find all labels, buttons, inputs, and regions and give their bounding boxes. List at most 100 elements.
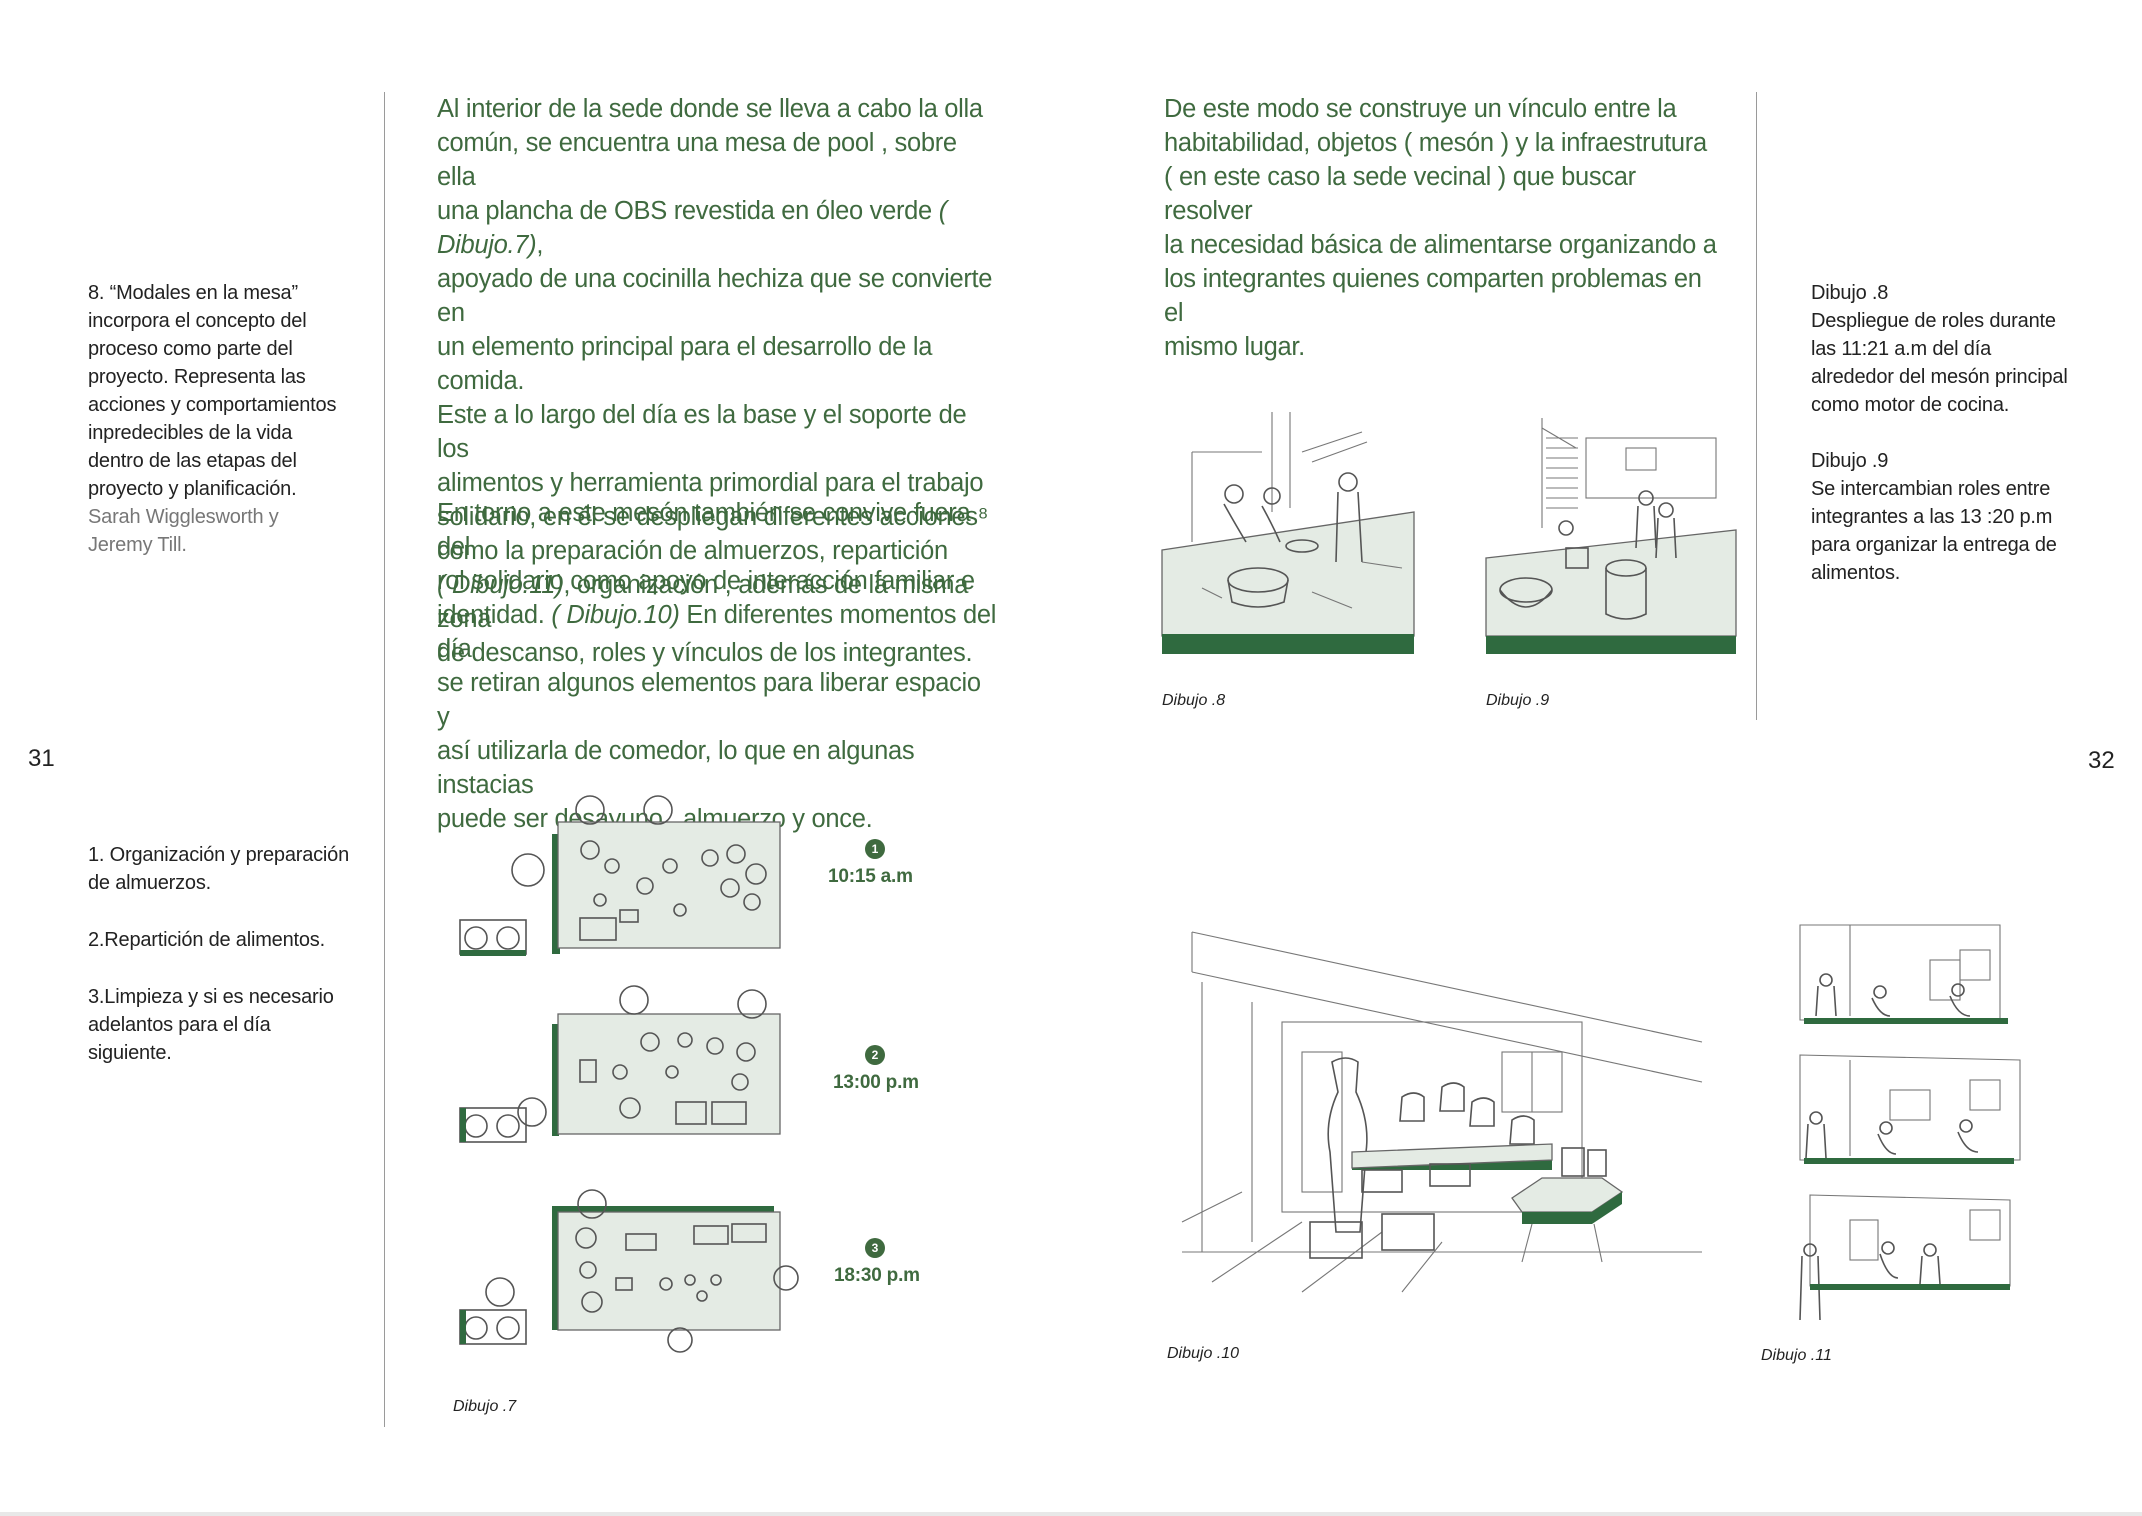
footnote-line: acciones y comportamientos [88, 394, 337, 416]
sketch-vignette-3 [1799, 1194, 2011, 1321]
step-2-line: 2.Repartición de alimentos. [88, 929, 325, 951]
figure-reference: ( Dibujo.10) [551, 601, 680, 629]
body-line: un elemento principal para el desarrollo… [437, 330, 997, 398]
footnote-line: proceso como parte del [88, 338, 293, 360]
text-run: solidario, en él se despliegan diferente… [437, 503, 989, 531]
time-badge-3: 3 [865, 1238, 885, 1258]
body-line: De este modo se construye un vínculo ent… [1164, 95, 1677, 123]
caption-line: Se intercambian roles entre [1811, 478, 2051, 500]
figure-label-d10: Dibujo .10 [1167, 1345, 1240, 1362]
body-paragraph-3: De este modo se construye un vínculo ent… [1164, 92, 1724, 364]
body-line: de descanso, roles y vínculos de los int… [437, 636, 997, 670]
sketch-vignette-2 [1799, 1054, 2021, 1164]
caption-line: como motor de cocina. [1811, 394, 2010, 416]
body-line: Este a lo largo del día es la base y el … [437, 398, 997, 466]
figure-label-d9: Dibujo .9 [1486, 692, 1550, 709]
body-paragraph-2: En torno a este mesón también se convive… [437, 496, 997, 836]
footnote-8: 8. “Modales en la mesa” incorpora el con… [88, 279, 388, 559]
figure-captions: Dibujo .8 Despliegue de roles durante la… [1811, 279, 2121, 587]
body-line: En torno a este mesón también se convive… [437, 496, 997, 564]
table-plan-3 [459, 1189, 799, 1353]
body-line: así utilizarla de comedor, lo que en alg… [437, 734, 997, 802]
bottom-strip [0, 1512, 2142, 1516]
body-line: alimentos y herramienta primordial para … [437, 466, 997, 500]
drawing-11-sketches [1799, 924, 2021, 1321]
text-run: Este a lo largo del día es la base y el … [437, 401, 967, 463]
text-run: como la preparación de almuerzos, repart… [437, 537, 948, 565]
caption-title-d8: Dibujo .8 [1811, 282, 1889, 304]
body-line: Al interior de la sede donde se lleva a … [437, 92, 997, 126]
body-line: común, se encuentra una mesa de pool , s… [437, 126, 997, 194]
body-line: la necesidad básica de alimentarse organ… [1164, 231, 1717, 259]
text-run: común, se encuentra una mesa de pool , s… [437, 129, 957, 191]
body-line: habitabilidad, objetos ( mesón ) y la in… [1164, 129, 1707, 157]
page-number-right: 32 [2088, 747, 2115, 774]
text-run: En diferentes momentos del día [437, 601, 997, 663]
body-line: solidario, en él se despliegan diferente… [437, 500, 997, 534]
body-paragraph-1: Al interior de la sede donde se lleva a … [437, 92, 997, 670]
body-line: identidad. ( Dibujo.10) En diferentes mo… [437, 598, 997, 666]
figure-reference: ( Dibujo.7) [437, 197, 947, 259]
time-label-3: 18:30 p.m [834, 1265, 920, 1286]
text-run: una plancha de OBS revestida en óleo ver… [437, 197, 939, 225]
figure-label-d8: Dibujo .8 [1162, 692, 1226, 709]
left-column-divider [384, 92, 385, 1427]
step-3-line: 3.Limpieza y si es necesario [88, 986, 334, 1008]
body-line: ( Dibujo.11), organización , además de l… [437, 568, 997, 636]
footnote-line: inpredecibles de la vida [88, 422, 293, 444]
body-line: rol solidario como apoyo de interacción … [437, 564, 997, 598]
text-run: rol solidario como apoyo de interacción … [437, 567, 975, 595]
drawing-10-dining-sketch [1181, 931, 1703, 1293]
body-line: se retiran algunos elementos para libera… [437, 666, 997, 734]
time-badge-2: 2 [865, 1045, 885, 1065]
caption-line: alimentos. [1811, 562, 1901, 584]
sketch-vignette-1 [1799, 924, 2008, 1024]
footnote-author: Jeremy Till. [88, 534, 187, 556]
footnote-author: Sarah Wigglesworth y [88, 506, 279, 528]
right-column-divider [1756, 92, 1757, 720]
text-run: así utilizarla de comedor, lo que en alg… [437, 737, 915, 799]
footnote-line: incorpora el concepto del [88, 310, 307, 332]
text-run: identidad. [437, 601, 552, 629]
time-label-1: 10:15 a.m [828, 866, 913, 887]
drawing-7-table-plans [459, 795, 799, 1353]
step-1-line: de almuerzos. [88, 872, 212, 894]
caption-line: alrededor del mesón principal [1811, 366, 2068, 388]
drawing-9-sketch [1485, 418, 1737, 654]
table-plan-1 [459, 795, 781, 956]
figure-label-d7: Dibujo .7 [453, 1398, 517, 1415]
text-run: un elemento principal para el desarrollo… [437, 333, 933, 395]
text-run: , [536, 231, 544, 259]
footnote-line: dentro de las etapas del [88, 450, 297, 472]
caption-title-d9: Dibujo .9 [1811, 450, 1889, 472]
body-line: mismo lugar. [1164, 333, 1305, 361]
figure-label-d11: Dibujo .11 [1761, 1347, 1832, 1364]
caption-line: las 11:21 a.m del día [1811, 338, 1991, 360]
body-line: una plancha de OBS revestida en óleo ver… [437, 194, 997, 262]
text-run: Al interior de la sede donde se lleva a … [437, 95, 983, 123]
body-line: los integrantes quienes comparten proble… [1164, 265, 1702, 327]
figure-reference: ( Dibujo.11) [437, 571, 564, 599]
text-run: se retiran algunos elementos para libera… [437, 669, 981, 731]
footnote-line: proyecto. Representa las [88, 366, 306, 388]
step-1-line: 1. Organización y preparación [88, 844, 350, 866]
body-line: como la preparación de almuerzos, repart… [437, 534, 997, 568]
steps-list: 1. Organización y preparación de almuerz… [88, 841, 388, 1067]
step-3-line: adelantos para el día [88, 1014, 271, 1036]
footnote-line: proyecto y planificación. [88, 478, 297, 500]
body-line: ( en este caso la sede vecinal ) que bus… [1164, 163, 1636, 225]
text-run: apoyado de una cocinilla hechiza que se … [437, 265, 993, 327]
caption-line: para organizar la entrega de [1811, 534, 2057, 556]
time-badge-1: 1 [865, 839, 885, 859]
footnote-line: 8. “Modales en la mesa” [88, 282, 298, 304]
page-number-left: 31 [28, 745, 55, 772]
time-label-2: 13:00 p.m [833, 1072, 919, 1093]
text-run: de descanso, roles y vínculos de los int… [437, 639, 973, 667]
caption-line: Despliegue de roles durante [1811, 310, 2056, 332]
caption-line: integrantes a las 13 :20 p.m [1811, 506, 2053, 528]
text-run: , organización , además de la misma zona [437, 571, 969, 633]
table-plan-2 [459, 985, 781, 1143]
drawing-8-sketch [1161, 412, 1415, 654]
text-run: En torno a este mesón también se convive… [437, 499, 971, 561]
body-line: apoyado de una cocinilla hechiza que se … [437, 262, 997, 330]
